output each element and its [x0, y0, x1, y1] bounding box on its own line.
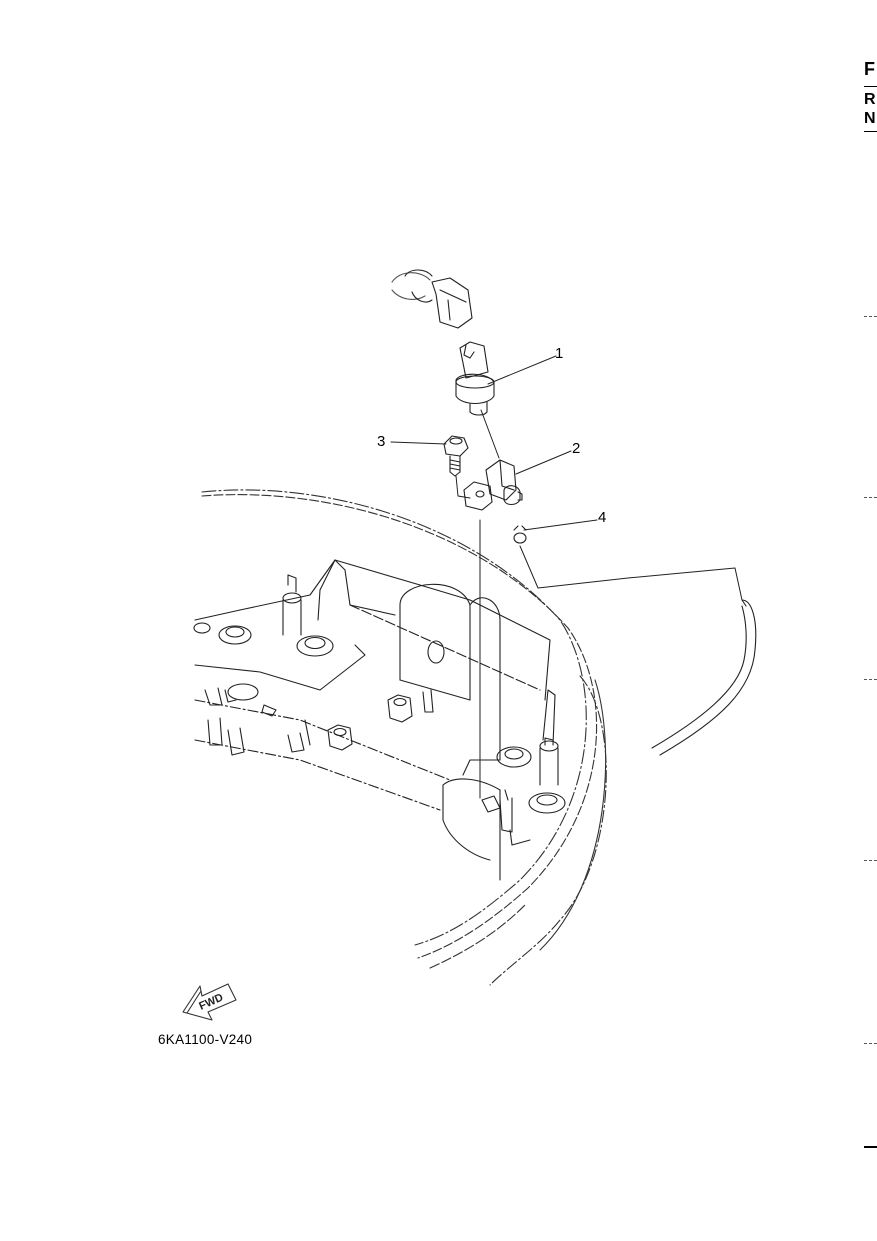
- hose: [651, 599, 757, 756]
- edge-tick: [864, 860, 877, 861]
- part-2-fitting: [463, 459, 523, 511]
- edge-letter-f: F: [864, 59, 875, 79]
- edge-tick: [864, 497, 877, 498]
- callout-4: 4: [598, 509, 607, 526]
- edge-tick: [864, 316, 877, 317]
- callout-2: 2: [572, 440, 581, 457]
- edge-rule: [864, 1146, 877, 1148]
- bottom-cowling-structure: [193, 559, 566, 881]
- diagram-code: 6KA1100-V240: [158, 1032, 253, 1047]
- edge-tick: [864, 679, 877, 680]
- part-4-clamp: [513, 525, 527, 544]
- clips: [204, 687, 434, 756]
- callout-3: 3: [377, 433, 386, 450]
- posts: [282, 574, 559, 786]
- nuts: [327, 694, 413, 751]
- part-3-bolt: [443, 435, 469, 477]
- part-1-sensor: [391, 269, 495, 416]
- cowling-outline: [201, 489, 607, 986]
- leader-lines: [390, 355, 598, 531]
- edge-tick: [864, 1043, 877, 1044]
- edge-letter-r: R: [864, 91, 876, 108]
- boss-row: [193, 622, 566, 814]
- edge-rule: [864, 131, 877, 132]
- edge-rule: [864, 86, 877, 87]
- fwd-arrow-icon: [182, 983, 237, 1021]
- callout-1: 1: [555, 345, 564, 362]
- edge-letter-n: N: [864, 110, 876, 127]
- assembly-lines: [455, 409, 743, 799]
